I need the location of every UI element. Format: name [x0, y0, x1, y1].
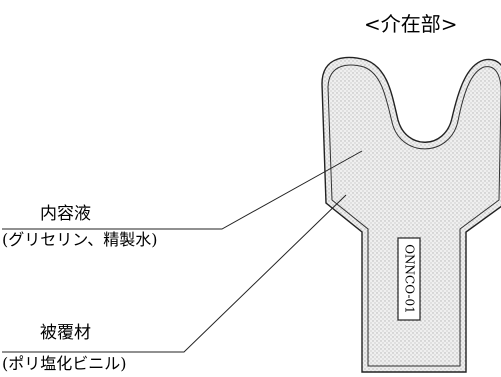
cover-material-label: 被覆材	[40, 323, 91, 343]
inner-leader-line	[2, 150, 363, 230]
device-inner-outline	[327, 64, 501, 367]
inner-liquid-detail: (グリセリン、精製水)	[2, 230, 158, 249]
product-code-text: ONNCO-01	[403, 244, 417, 314]
cover-material-detail: (ポリ塩化ビニル)	[2, 354, 127, 373]
inner-liquid-label: 内容液	[40, 204, 91, 224]
device-outer-outline	[321, 56, 501, 373]
diagram-title: <介在部>	[364, 12, 458, 36]
product-code-box	[397, 237, 421, 321]
cover-leader-line	[2, 194, 347, 353]
